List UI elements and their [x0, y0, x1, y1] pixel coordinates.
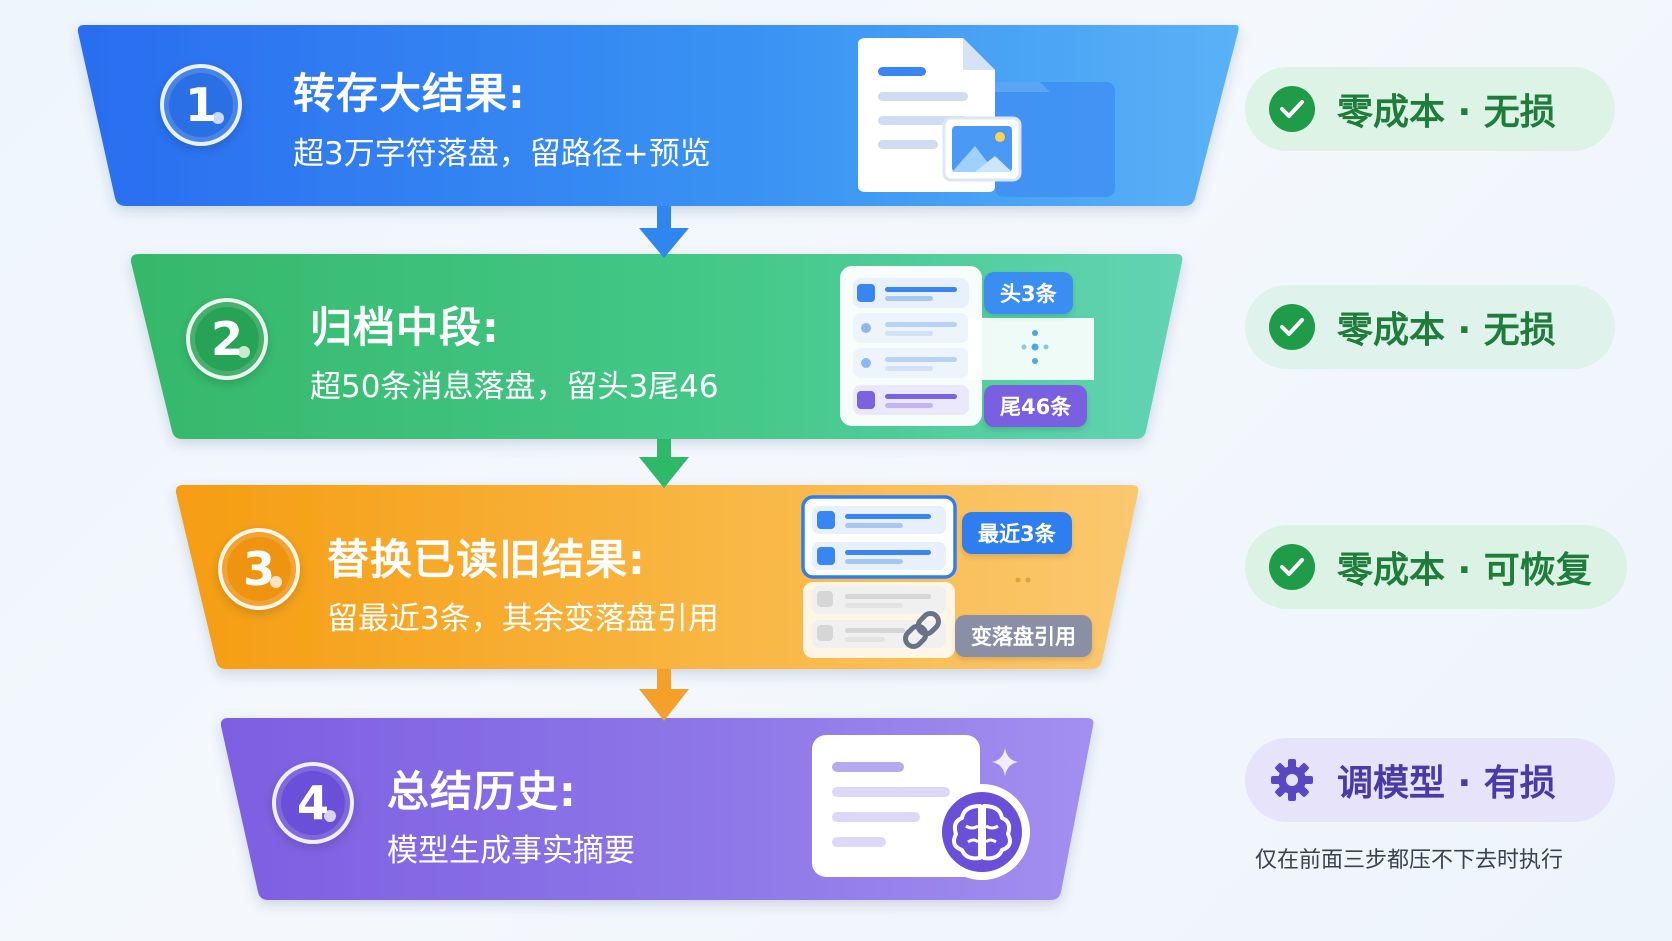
step-2-number: 2	[186, 298, 268, 380]
step-3-description: 留最近3条，其余变落盘引用	[327, 601, 719, 637]
badge-step-3-label: 零成本 · 可恢复	[1337, 550, 1592, 591]
step-2-title: 归档中段:	[310, 303, 500, 352]
badge-step-4: 调模型 · 有损	[1245, 738, 1615, 822]
tag-disk-reference: 变落盘引用	[955, 615, 1092, 657]
arrow-1-2-icon	[639, 206, 689, 258]
badge-step-2-label: 零成本 · 无损	[1337, 310, 1556, 351]
step-4-title: 总结历史:	[387, 767, 577, 816]
badge-step-2: 零成本 · 无损	[1245, 285, 1615, 369]
brain-icon	[934, 784, 1030, 880]
step-3-title: 替换已读旧结果:	[327, 535, 646, 584]
check-circle-icon	[1269, 304, 1315, 350]
check-circle-icon	[1269, 544, 1315, 590]
step-4-note: 仅在前面三步都压不下去时执行	[1255, 848, 1564, 873]
link-icon	[903, 611, 941, 649]
step-1-description: 超3万字符落盘，留路径+预览	[293, 136, 711, 172]
step-3-number: 3	[218, 528, 300, 610]
recent-messages-icon	[801, 495, 1031, 658]
step-2-description: 超50条消息落盘，留头3尾46	[310, 369, 719, 405]
arrow-3-4-icon	[639, 669, 689, 721]
check-circle-icon	[1269, 86, 1315, 132]
tag-recent-3: 最近3条	[962, 512, 1072, 554]
message-list-icon	[840, 266, 1094, 426]
step-4-description: 模型生成事实摘要	[387, 833, 635, 869]
document-folder-icon	[858, 38, 1115, 197]
tag-head-3: 头3条	[984, 272, 1073, 314]
step-1-number: 1	[160, 64, 242, 146]
badge-step-3: 零成本 · 可恢复	[1245, 525, 1627, 609]
step-4-number: 4	[272, 762, 354, 844]
tag-tail-46: 尾46条	[984, 385, 1088, 427]
badge-step-4-label: 调模型 · 有损	[1337, 763, 1556, 804]
arrow-2-3-icon	[639, 439, 689, 488]
gear-icon	[1269, 757, 1315, 803]
badge-step-1-label: 零成本 · 无损	[1337, 92, 1556, 133]
step-1-title: 转存大结果:	[293, 69, 526, 118]
badge-step-1: 零成本 · 无损	[1245, 67, 1615, 151]
